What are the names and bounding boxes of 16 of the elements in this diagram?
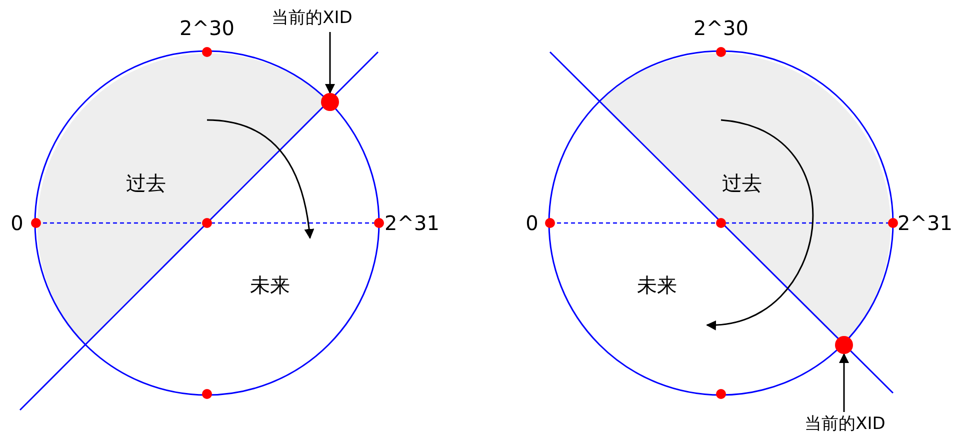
axis-label: 2^31 (898, 210, 952, 237)
point-label: 当前的XID (804, 413, 886, 436)
axis-label: 2^30 (694, 15, 748, 42)
axis-label: 2^31 (384, 210, 440, 237)
axis-label: 未来 (250, 272, 290, 299)
axis-label: 过去 (722, 170, 762, 197)
leader-arrow (325, 32, 335, 94)
axis-label: 未来 (637, 272, 677, 299)
current-point (321, 93, 339, 111)
leader-arrow (839, 353, 849, 412)
axis-label: 过去 (126, 170, 166, 197)
point-label: 当前的XID (272, 7, 352, 30)
axis-label: 0 (526, 210, 538, 237)
current-point (835, 336, 853, 354)
axis-label: 0 (10, 210, 24, 237)
axis-label: 2^30 (180, 15, 234, 42)
